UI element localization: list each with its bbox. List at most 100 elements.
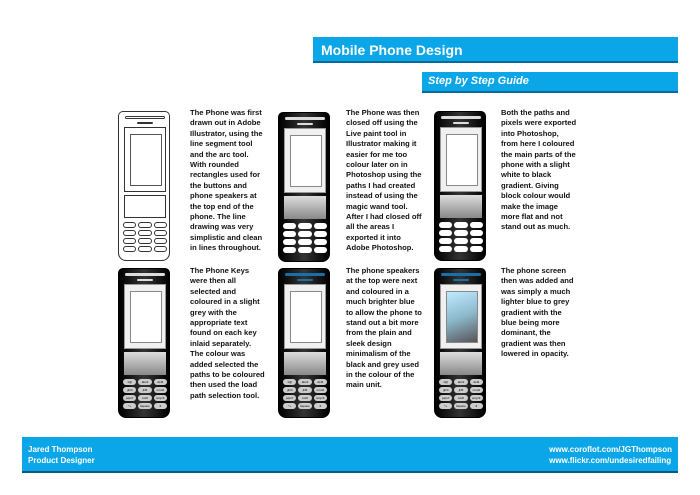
phone-key: tuv8 — [138, 395, 152, 401]
speaker-ear — [453, 122, 469, 124]
phone-key — [123, 238, 137, 244]
screen — [446, 134, 478, 186]
control-pad — [440, 352, 482, 375]
phone-key: 1@ — [283, 379, 297, 385]
speaker-ear — [297, 279, 313, 281]
phone-key: *+ — [439, 403, 453, 409]
step-description: The Phone was first drawn out in Adobe I… — [190, 108, 263, 253]
phone-key — [298, 231, 312, 237]
phone-key: 1@ — [439, 379, 453, 385]
phone-key: *+ — [123, 403, 137, 409]
phone-key — [454, 238, 468, 244]
phone-key: 0space — [138, 403, 152, 409]
phone-key: pqrs7 — [439, 395, 453, 401]
phone-key — [153, 238, 167, 244]
phone-key — [313, 239, 327, 245]
phone-key: ghi4 — [123, 387, 137, 393]
screen — [130, 134, 162, 186]
screen-frame — [284, 128, 326, 193]
control-pad — [440, 195, 482, 218]
speaker-ear — [137, 279, 153, 281]
flickr-link[interactable]: www.flickr.com/undesiredfailing — [549, 456, 672, 465]
phone-key: abc2 — [138, 379, 152, 385]
phone-key — [283, 239, 297, 245]
phone-key — [298, 247, 312, 253]
phone-key: def3 — [153, 379, 167, 385]
step-description: The Phone was then closed off using the … — [346, 108, 422, 253]
phone-key: def3 — [469, 379, 483, 385]
phone-key — [469, 238, 483, 244]
phone-key — [138, 230, 152, 236]
keypad — [123, 222, 167, 252]
phone-key — [123, 246, 137, 252]
speaker-ear — [297, 123, 313, 125]
page-title: Mobile Phone Design — [313, 37, 678, 63]
phone-illustration — [434, 111, 486, 261]
screen — [130, 291, 162, 343]
phone-key: tuv8 — [298, 395, 312, 401]
phone-key — [313, 231, 327, 237]
phone-key — [138, 238, 152, 244]
author-role: Product Designer — [28, 456, 95, 465]
keypad — [283, 223, 327, 253]
keypad — [439, 222, 483, 252]
phone-key: mno6 — [153, 387, 167, 393]
phone-key — [454, 230, 468, 236]
speaker-top — [441, 116, 481, 119]
phone-key — [439, 230, 453, 236]
phone-key — [123, 230, 137, 236]
speaker-top — [285, 273, 325, 276]
phone-key — [313, 247, 327, 253]
step-description: The phone speakers at the top were next … — [346, 266, 422, 390]
phone-key: mno6 — [313, 387, 327, 393]
control-pad — [284, 352, 326, 375]
screen-frame — [440, 284, 482, 349]
phone-key — [469, 222, 483, 228]
phone-key: pqrs7 — [283, 395, 297, 401]
phone-key: # — [153, 403, 167, 409]
phone-key — [439, 222, 453, 228]
phone-illustration — [278, 112, 330, 262]
phone-key: wxyz9 — [153, 395, 167, 401]
phone-key: ghi4 — [439, 387, 453, 393]
speaker-top — [125, 116, 165, 119]
speaker-top — [125, 273, 165, 276]
phone-key — [439, 246, 453, 252]
phone-key — [454, 222, 468, 228]
page-subtitle: Step by Step Guide — [422, 72, 678, 93]
phone-key: 0space — [298, 403, 312, 409]
phone-key — [313, 223, 327, 229]
phone-key — [469, 246, 483, 252]
step-description: The phone screen then was added and was … — [501, 266, 574, 359]
phone-key: 0space — [454, 403, 468, 409]
screen-frame — [124, 284, 166, 349]
phone-key — [138, 222, 152, 228]
phone-key: def3 — [313, 379, 327, 385]
phone-key: mno6 — [469, 387, 483, 393]
control-pad — [124, 195, 166, 218]
phone-key — [298, 223, 312, 229]
portfolio-link[interactable]: www.coroflot.com/JGThompson — [549, 445, 672, 454]
phone-key — [283, 231, 297, 237]
control-pad — [284, 196, 326, 219]
phone-key — [283, 247, 297, 253]
speaker-top — [285, 117, 325, 120]
phone-key: wxyz9 — [313, 395, 327, 401]
phone-key — [138, 246, 152, 252]
phone-key — [153, 246, 167, 252]
phone-key: # — [469, 403, 483, 409]
screen-frame — [440, 127, 482, 192]
phone-key: ghi4 — [283, 387, 297, 393]
phone-key — [298, 239, 312, 245]
step-description: Both the paths and pixels were exported … — [501, 108, 577, 232]
phone-key: *+ — [283, 403, 297, 409]
control-pad — [124, 352, 166, 375]
phone-key: abc2 — [298, 379, 312, 385]
speaker-ear — [137, 122, 153, 124]
phone-key — [454, 246, 468, 252]
footer: Jared Thompson Product Designer www.coro… — [22, 437, 678, 473]
